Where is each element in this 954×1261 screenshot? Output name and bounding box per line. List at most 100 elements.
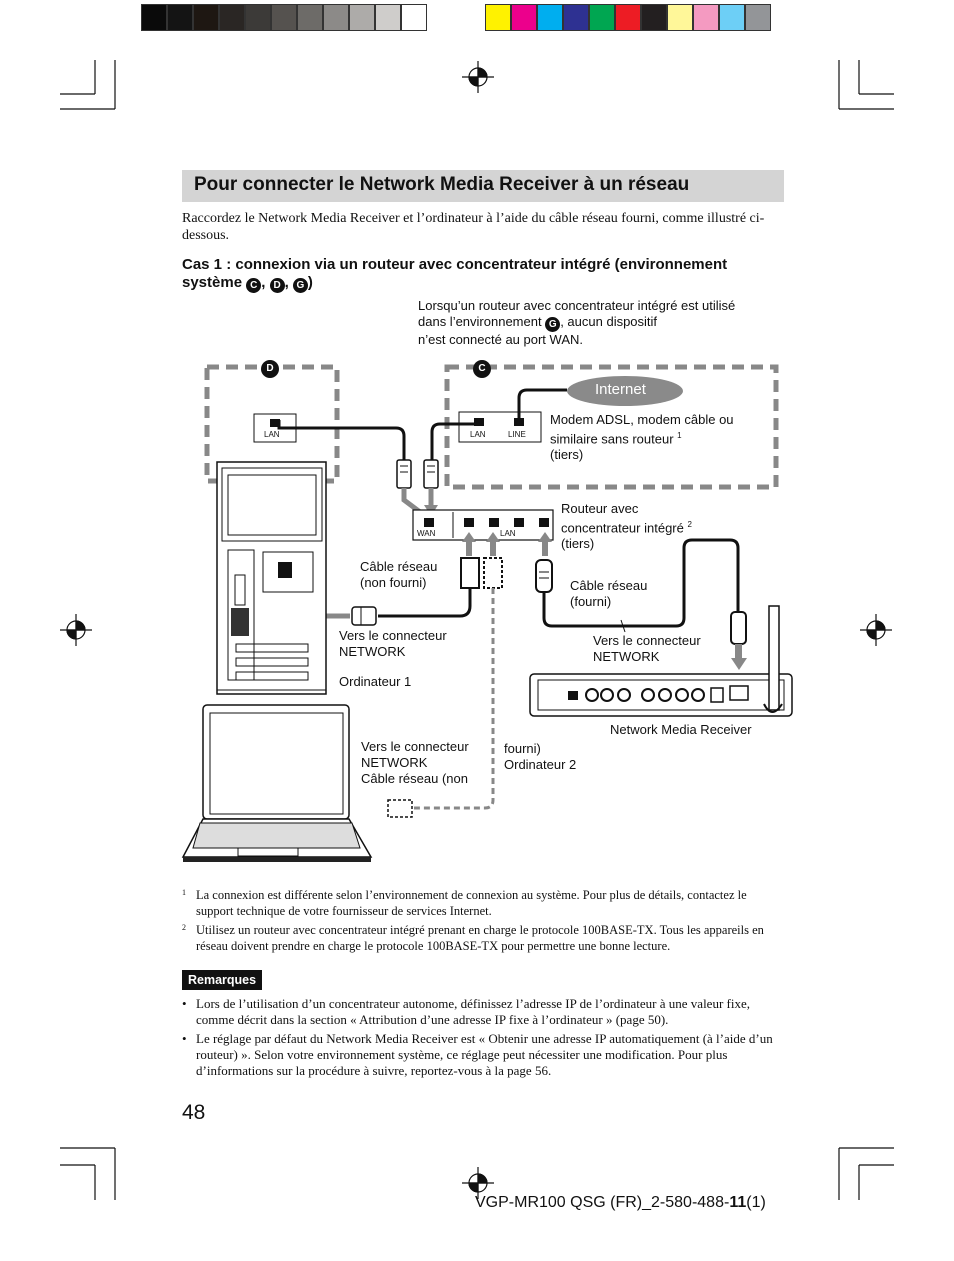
color-swatch [167, 4, 193, 31]
registration-mark-bottom [462, 1167, 494, 1199]
label-line: Ordinateur 2 [504, 757, 577, 772]
color-swatch [537, 4, 563, 31]
computer-1-tower [216, 461, 327, 695]
footnote-number: 1 [182, 888, 186, 897]
color-swatch [401, 4, 427, 31]
color-swatch [141, 4, 167, 31]
modem-label: Modem ADSL, modem câble ou similaire san… [550, 412, 734, 463]
env-c-badge: C [246, 278, 262, 293]
remark-item: • Lors de l’utilisation d’un concentrate… [182, 996, 784, 1028]
modem-line-label: LINE [508, 430, 526, 439]
label-line: Vers le connecteur [339, 628, 447, 643]
wan-note-line: Lorsqu’un routeur avec concentrateur int… [418, 298, 736, 313]
bullet: • [182, 1031, 187, 1046]
label-line: (non fourni) [360, 575, 427, 590]
footnote-text: La connexion est différente selon l’envi… [196, 888, 747, 918]
remarks-heading: Remarques [182, 970, 263, 990]
footnote-ref: 1 [677, 431, 682, 440]
color-swatch [511, 4, 537, 31]
env-d-label: D [266, 363, 274, 374]
label-line: NETWORK [339, 644, 406, 659]
pc1-network-connector-label: Vers le connecteur NETWORK [339, 628, 447, 660]
registration-mark-top [462, 61, 494, 93]
intro-paragraph: Raccordez le Network Media Receiver et l… [182, 211, 765, 243]
color-swatch [297, 4, 323, 31]
remark-item: • Le réglage par défaut du Network Media… [182, 1031, 784, 1079]
page-number: 48 [182, 1101, 206, 1124]
env-g-badge: G [292, 278, 308, 293]
label-line: Vers le connecteur [361, 739, 469, 754]
modem-label-line: (tiers) [550, 447, 584, 463]
color-swatch [615, 4, 641, 31]
computer-2-label: fourni) Ordinateur 2 [504, 741, 576, 773]
wan-note-line: n’est connecté au port WAN. [418, 332, 583, 347]
case-sep: , [284, 274, 293, 291]
color-swatch [719, 4, 745, 31]
footnote-text: Utilisez un routeur avec concentrateur i… [196, 923, 764, 953]
env-c-box [444, 364, 779, 490]
label-line: (fourni) [570, 594, 612, 609]
pc2-cable [414, 588, 495, 810]
color-swatch [323, 4, 349, 31]
internet-label: Internet [595, 381, 646, 398]
router-lan-label: LAN [500, 529, 516, 538]
label-line: Vers le connecteur [593, 633, 701, 648]
document-code-suffix: (1) [746, 1194, 766, 1211]
color-swatch [563, 4, 589, 31]
color-swatch [667, 4, 693, 31]
color-swatch [349, 4, 375, 31]
network-media-receiver-label: Network Media Receiver [610, 722, 752, 737]
document-code-prefix: VGP-MR100 QSG (FR)_2-580-488- [475, 1194, 730, 1211]
color-swatch [271, 4, 297, 31]
label-line: Câble réseau [360, 559, 438, 574]
color-swatch [375, 4, 401, 31]
nmr-cable-plug [535, 559, 553, 593]
bullet: • [182, 996, 187, 1011]
pc2-cable-plug [483, 557, 503, 589]
label-line: NETWORK [361, 755, 428, 770]
wan-note-line: dans l’environnement [418, 314, 546, 329]
pc2-network-connector-label: Vers le connecteur NETWORK Câble réseau … [361, 739, 469, 787]
document-code-bold: 11 [729, 1194, 747, 1211]
color-swatch [589, 4, 615, 31]
cable-not-supplied-label: Câble réseau (non fourni) [360, 559, 437, 591]
internet-cloud [567, 376, 683, 406]
network-media-receiver [529, 605, 793, 717]
case-heading: Cas 1 : connexion via un routeur avec co… [182, 256, 782, 293]
modem-lan-cable [430, 418, 481, 460]
remark-text: Lors de l’utilisation d’un concentrateur… [196, 996, 750, 1027]
section-title: Pour connecter le Network Media Receiver… [194, 174, 690, 195]
nmr-cable [542, 538, 740, 628]
router-label-line: Routeur avec [561, 501, 639, 516]
registration-mark-left [60, 614, 92, 646]
remark-text: Le réglage par défaut du Network Media R… [196, 1031, 773, 1078]
modem-lan-label: LAN [470, 430, 486, 439]
modem-label-line: Modem ADSL, modem câble ou [550, 412, 734, 427]
modem-label-line: similaire sans routeur [550, 431, 678, 447]
color-swatch [485, 4, 511, 31]
pc1-cable [378, 588, 472, 618]
router-label-line: (tiers) [561, 536, 595, 552]
wan-note-line: , aucun dispositif [560, 314, 658, 329]
color-calibration-bar [141, 4, 771, 31]
footnote-2: 2 Utilisez un routeur avec concentrateur… [182, 922, 782, 954]
footnote-1: 1 La connexion est différente selon l’en… [182, 887, 782, 919]
computer-1-label: Ordinateur 1 [339, 674, 412, 689]
wall-lan-label: LAN [264, 430, 280, 439]
section-title-band: Pour connecter le Network Media Receiver… [182, 170, 784, 202]
footnote-number: 2 [182, 923, 186, 932]
modem-panel [458, 411, 542, 443]
label-line: Câble réseau [570, 578, 648, 593]
computer-2-laptop [181, 704, 373, 862]
pc1-cable-plug [460, 557, 480, 589]
document-code: VGP-MR100 QSG (FR)_2-580-488-11(1) [475, 1194, 766, 1212]
wan-note: Lorsqu’un routeur avec concentrateur int… [418, 298, 735, 348]
router-box [412, 509, 554, 541]
cable-supplied-label: Câble réseau (fourni) [570, 578, 647, 610]
case-sep: , [261, 274, 270, 291]
label-line: NETWORK [593, 649, 660, 664]
color-swatch [245, 4, 271, 31]
router-wan-label: WAN [417, 529, 436, 538]
